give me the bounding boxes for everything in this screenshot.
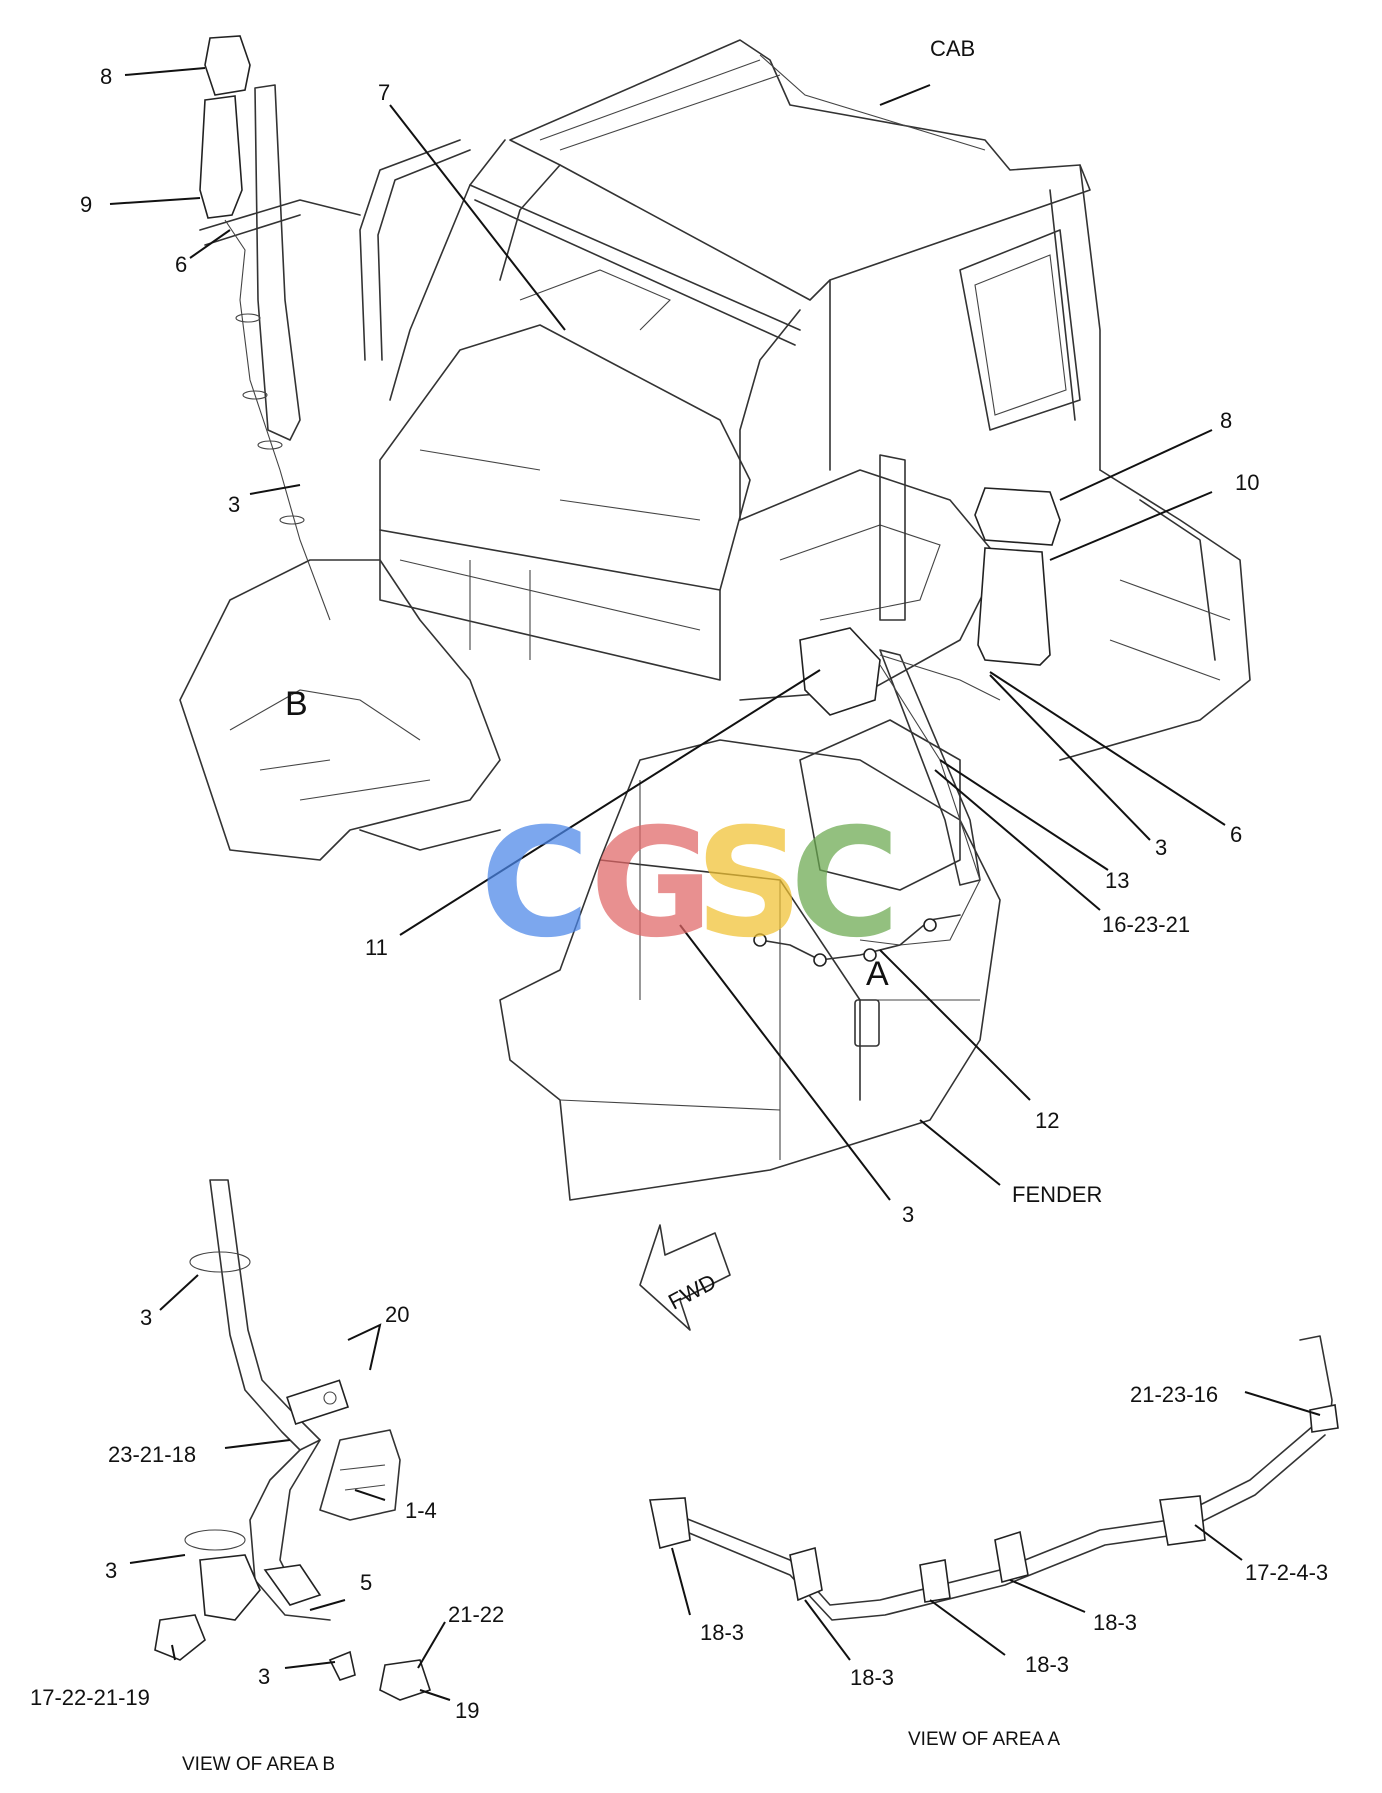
label-12: 12 bbox=[1035, 1108, 1059, 1133]
label-a-marker: A bbox=[866, 955, 889, 993]
caption-view-b: VIEW OF AREA B bbox=[182, 1754, 335, 1775]
left-fender-area bbox=[179, 559, 501, 861]
label-8-top: 8 bbox=[100, 64, 112, 89]
label-cab: CAB bbox=[930, 36, 975, 61]
area-b-leaders bbox=[129, 1274, 451, 1701]
area-b-labels: 3 20 23-21-18 1-4 3 5 21-22 3 17-22-21-1… bbox=[30, 1302, 504, 1775]
right-fender-area bbox=[499, 719, 1001, 1201]
watermark-letter-2: G bbox=[590, 797, 713, 971]
left-mirror bbox=[199, 35, 331, 621]
label-b-3-mid: 3 bbox=[105, 1558, 117, 1583]
cgsc-watermark: C G S C bbox=[480, 797, 900, 971]
harness-a bbox=[753, 914, 961, 967]
label-3-left: 3 bbox=[228, 492, 240, 517]
label-b-5: 5 bbox=[360, 1570, 372, 1595]
cab-structure bbox=[199, 39, 1251, 761]
watermark-letter-1: C bbox=[480, 797, 590, 971]
label-a-18-3-d: 18-3 bbox=[1093, 1610, 1137, 1635]
label-3-bottom: 3 bbox=[902, 1202, 914, 1227]
label-b-17-22-21-19: 17-22-21-19 bbox=[30, 1685, 150, 1710]
label-a-18-3-c: 18-3 bbox=[1025, 1652, 1069, 1677]
label-6-right: 6 bbox=[1230, 822, 1242, 847]
label-a-18-3-a: 18-3 bbox=[700, 1620, 744, 1645]
fwd-arrow: FWD bbox=[639, 1224, 731, 1331]
label-b-marker: B bbox=[285, 685, 308, 723]
label-8-right: 8 bbox=[1220, 408, 1232, 433]
label-16-23-21: 16-23-21 bbox=[1102, 912, 1190, 937]
fwd-label: FWD bbox=[664, 1269, 720, 1315]
label-a-18-3-b: 18-3 bbox=[850, 1665, 894, 1690]
area-a-view bbox=[649, 1335, 1339, 1621]
caption-view-a: VIEW OF AREA A bbox=[908, 1729, 1060, 1750]
right-mirror bbox=[879, 454, 1061, 666]
label-11: 11 bbox=[365, 935, 388, 960]
main-leaders bbox=[109, 67, 1226, 1201]
watermark-letter-3: S bbox=[695, 797, 803, 971]
label-9: 9 bbox=[80, 192, 92, 217]
label-a-21-23-16: 21-23-16 bbox=[1130, 1382, 1218, 1407]
rear-mirror-strut bbox=[799, 627, 1001, 946]
label-6-left: 6 bbox=[175, 252, 187, 277]
area-a-leaders bbox=[671, 1391, 1321, 1661]
label-13: 13 bbox=[1105, 868, 1129, 893]
label-b-23-21-18: 23-21-18 bbox=[108, 1442, 196, 1467]
main-labels: CAB 8 9 6 3 7 B 8 10 3 6 13 16-23-21 11 … bbox=[80, 36, 1259, 1227]
label-7: 7 bbox=[378, 80, 390, 105]
label-b-19: 19 bbox=[455, 1698, 479, 1723]
label-b-3-top: 3 bbox=[140, 1305, 152, 1330]
label-b-21-22: 21-22 bbox=[448, 1602, 504, 1627]
label-10: 10 bbox=[1235, 470, 1259, 495]
watermark-letter-4: C bbox=[790, 797, 900, 971]
label-b-3-low: 3 bbox=[258, 1664, 270, 1689]
label-b-1-4: 1-4 bbox=[405, 1498, 437, 1523]
area-b-view bbox=[154, 1179, 432, 1701]
area-a-labels: 21-23-16 17-2-4-3 18-3 18-3 18-3 18-3 VI… bbox=[700, 1382, 1328, 1750]
label-b-20: 20 bbox=[385, 1302, 409, 1327]
label-a-17-2-4-3: 17-2-4-3 bbox=[1245, 1560, 1328, 1585]
label-3-right: 3 bbox=[1155, 835, 1167, 860]
label-fender: FENDER bbox=[1012, 1182, 1102, 1207]
